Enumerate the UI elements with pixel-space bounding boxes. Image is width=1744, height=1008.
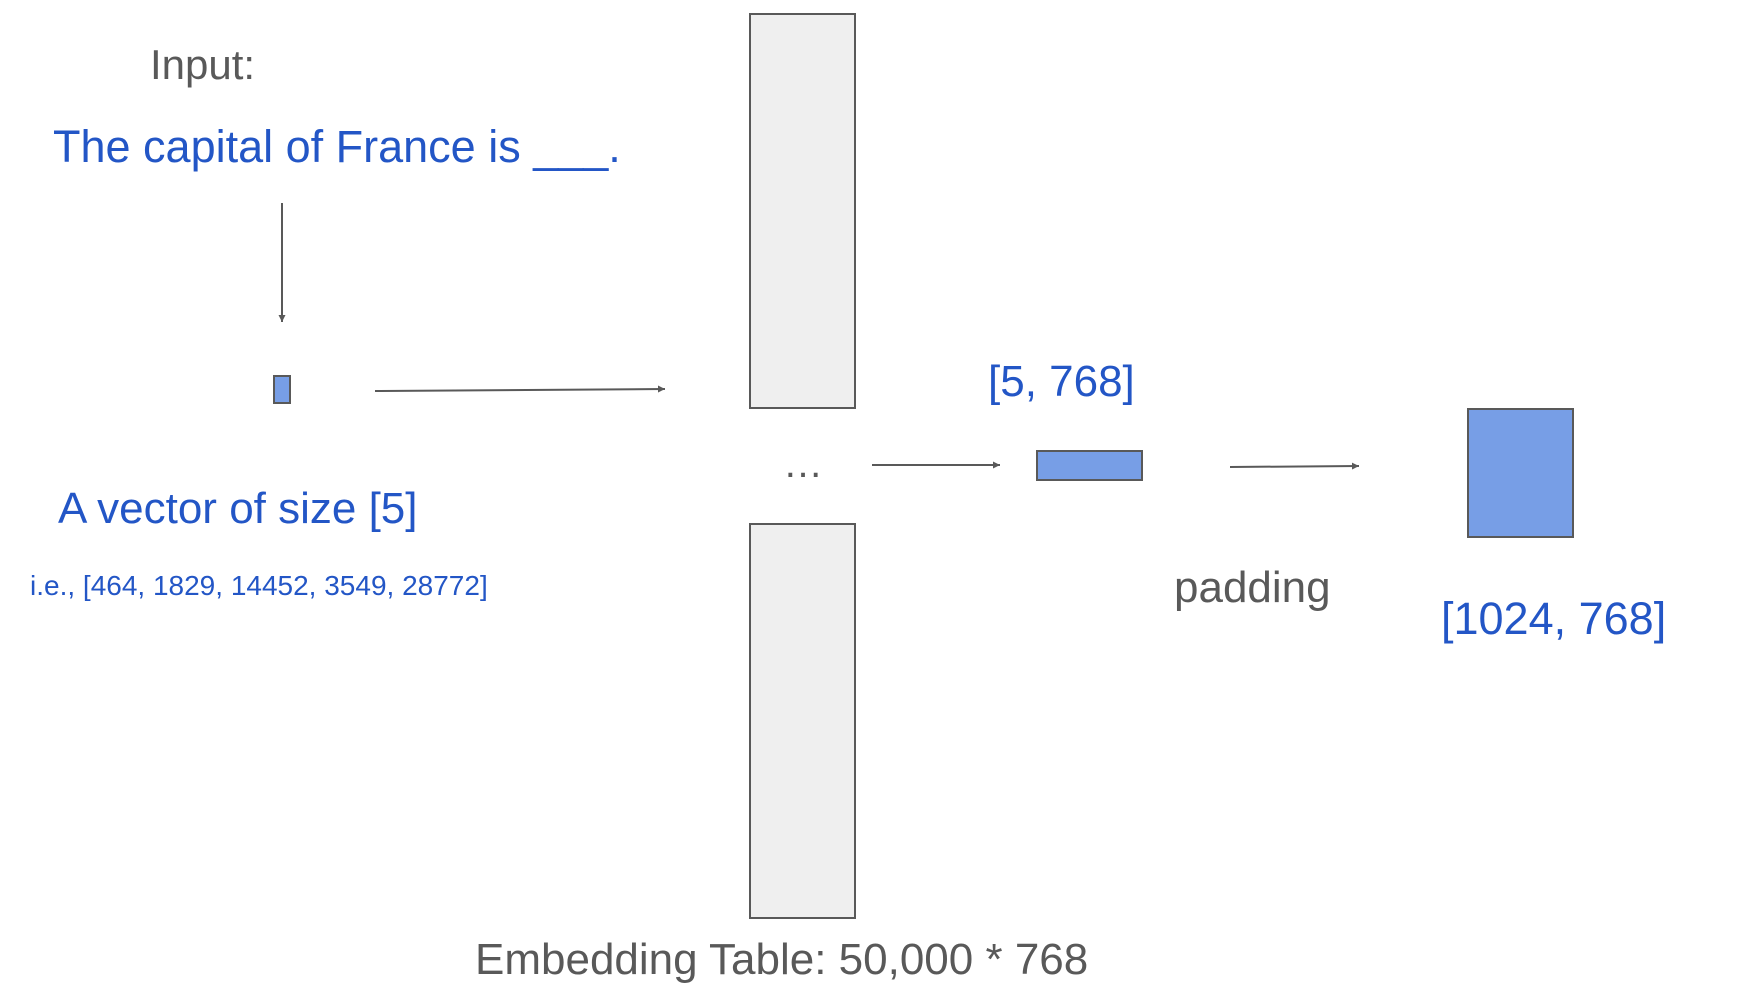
embedding-table-top bbox=[749, 13, 856, 409]
token-vector-box bbox=[273, 375, 291, 404]
embedding-shape-label: [5, 768] bbox=[988, 357, 1135, 406]
vector-size-label: A vector of size [5] bbox=[58, 484, 418, 533]
embedding-table-label: Embedding Table: 50,000 * 768 bbox=[475, 935, 1089, 984]
embedding-output-box bbox=[1036, 450, 1143, 481]
input-label: Input: bbox=[150, 41, 256, 88]
padded-output-box bbox=[1467, 408, 1574, 538]
arrow-to-padded bbox=[1229, 462, 1360, 470]
embedding-table-bottom bbox=[749, 523, 856, 919]
input-sentence: The capital of France is ___. bbox=[53, 121, 621, 172]
arrow-to-table bbox=[374, 385, 666, 393]
padded-shape-label: [1024, 768] bbox=[1441, 593, 1667, 644]
padding-label: padding bbox=[1174, 563, 1331, 612]
ellipsis: … bbox=[783, 442, 823, 486]
vector-values: i.e., [464, 1829, 14452, 3549, 28772] bbox=[30, 570, 488, 601]
